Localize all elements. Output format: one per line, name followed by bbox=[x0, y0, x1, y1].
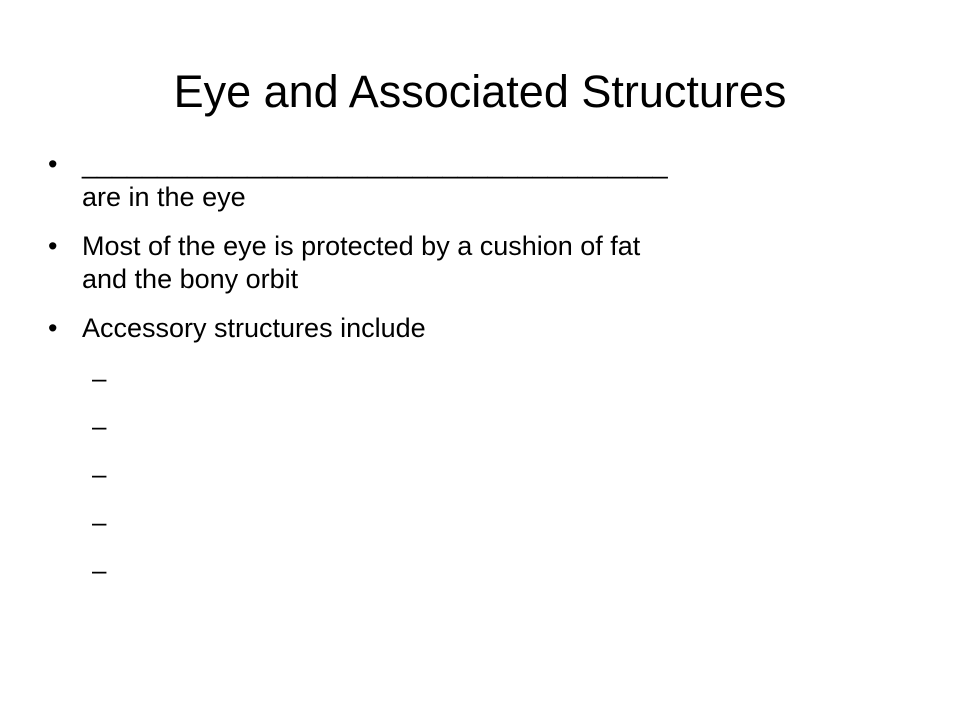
dash-marker: – bbox=[92, 507, 107, 537]
sub-bullet-item: – bbox=[48, 505, 918, 553]
bullet-text: Most of the eye is protected by a cushio… bbox=[82, 231, 641, 261]
bullet-text-continued: and the bony orbit bbox=[82, 264, 299, 294]
slide-title: Eye and Associated Structures bbox=[173, 66, 787, 117]
bullet-marker: • bbox=[48, 231, 58, 261]
dash-marker: – bbox=[92, 363, 107, 393]
bullet-text-continued: are in the eye bbox=[82, 182, 246, 212]
sub-bullet-item: – bbox=[48, 361, 918, 409]
bullet-marker: • bbox=[48, 313, 58, 343]
bullet-marker: • bbox=[48, 149, 58, 179]
sub-bullet-item: – bbox=[48, 409, 918, 457]
bullet-item: • Most of the eye is protected by a cush… bbox=[48, 230, 918, 296]
bullet-text: Accessory structures include bbox=[82, 313, 426, 343]
sub-bullet-item: – bbox=[48, 553, 918, 601]
sub-bullet-list: – – – – – bbox=[48, 361, 918, 601]
dash-marker: – bbox=[92, 459, 107, 489]
slide-body: • ______________________________________… bbox=[48, 148, 918, 601]
dash-marker: – bbox=[92, 555, 107, 585]
bullet-text: _______________________________________ bbox=[82, 149, 668, 179]
sub-bullet-item: – bbox=[48, 457, 918, 505]
dash-marker: – bbox=[92, 411, 107, 441]
bullet-item: • ______________________________________… bbox=[48, 148, 918, 214]
bullet-item: • Accessory structures include bbox=[48, 312, 918, 345]
